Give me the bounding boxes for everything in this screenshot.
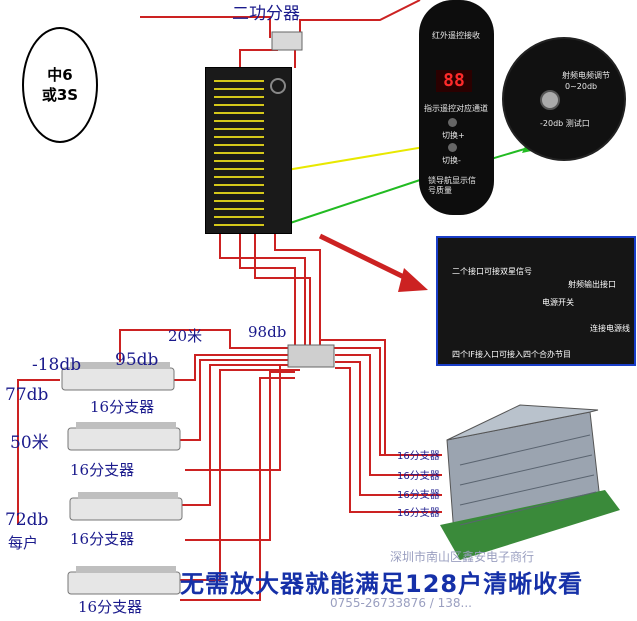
splitter-16-label-b: 16分支器 <box>70 461 135 479</box>
db-neg18-label: -18db <box>32 355 82 375</box>
rf-out-text: 射频输出接口 <box>568 280 616 289</box>
splitter-2way-label: 二功分器 <box>232 4 300 24</box>
rf-range-text: 0~20db <box>565 82 598 91</box>
rf-adjust-closeup <box>502 37 626 161</box>
power-cable-text: 连接电源线 <box>590 324 630 333</box>
multiswitch-rack <box>205 67 292 234</box>
rear-panel-photo <box>436 236 636 366</box>
satellite-spec-ellipse: 中6 或3S <box>22 27 98 143</box>
signal-quality-text: 锁导航显示信号质量 <box>428 176 476 195</box>
phone-watermark: 0755-26733876 / 138... <box>330 596 472 610</box>
remote-panel-closeup <box>419 0 494 215</box>
per-household-label: 每户 <box>8 534 39 552</box>
dual-star-text: 二个接口可接双星信号 <box>452 267 532 276</box>
building-splitter-label-4: 16分支器 <box>397 508 440 519</box>
db-72-label: 72db <box>5 510 49 530</box>
db-95-label: 95db <box>115 350 159 370</box>
rf-adjust-text: 射频电频调节 <box>562 71 610 80</box>
ir-receive-text: 红外遥控接收 <box>432 31 480 40</box>
building-splitter-label-1: 16分支器 <box>397 451 440 462</box>
building-splitter-label-2: 16分支器 <box>397 471 440 482</box>
splitter-16-label-d: 16分支器 <box>78 598 143 616</box>
switch-plus-text: 切换+ <box>442 131 465 140</box>
switch-plus-button <box>448 118 457 127</box>
shop-watermark: 深圳市南山区鑫安电子商行 <box>390 550 535 564</box>
distance-20m-label: 20米 <box>168 327 203 345</box>
db-77-label: 77db <box>5 385 49 405</box>
switch-minus-button <box>448 143 457 152</box>
switch-minus-text: 切换- <box>442 156 461 165</box>
db-98-label: 98db <box>248 323 287 341</box>
test-port-text: -20db 测试口 <box>540 119 590 128</box>
power-switch-text: 电源开关 <box>542 298 574 307</box>
channel-display: 88 <box>436 70 472 92</box>
ellipse-line-1: 中6 <box>47 66 73 84</box>
building-splitter-label-3: 16分支器 <box>397 490 440 501</box>
splitter-16-label-a: 16分支器 <box>90 398 155 416</box>
four-if-text: 四个IF接入口可接入四个合办节目 <box>452 350 571 359</box>
channel-indicator-text: 指示遥控对应通道 <box>424 104 488 113</box>
ellipse-line-2: 或3S <box>41 86 79 104</box>
splitter-16-label-c: 16分支器 <box>70 530 135 548</box>
headline-banner: 无需放大器就能满足128户清晰收看 <box>180 570 584 598</box>
distance-50m-label: 50米 <box>10 433 49 453</box>
rf-knob <box>540 90 560 110</box>
